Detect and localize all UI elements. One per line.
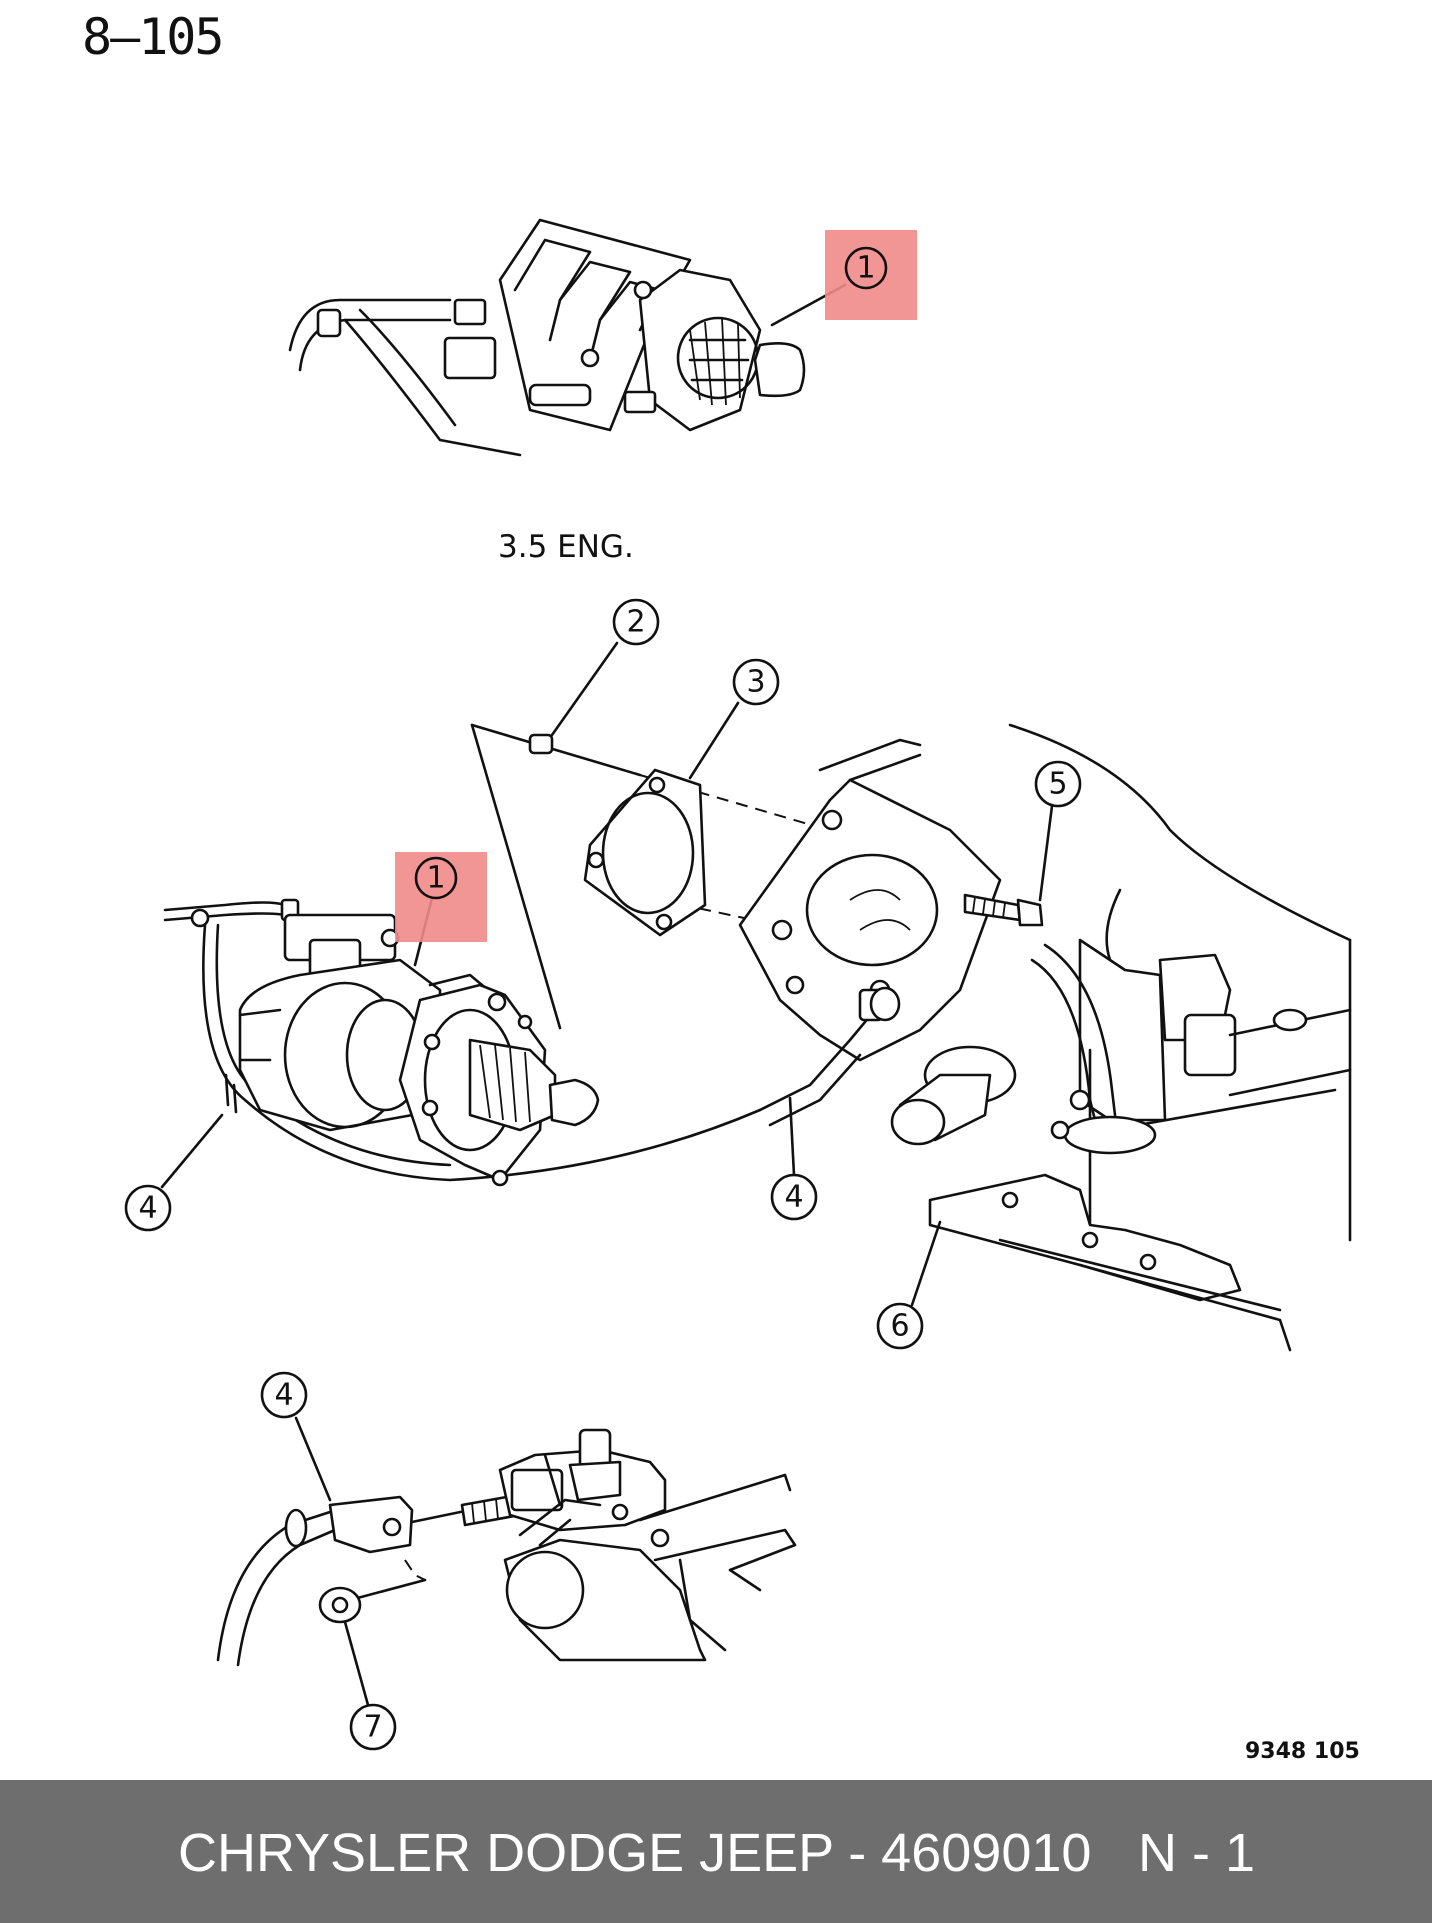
callout-2: 2 [626, 605, 645, 640]
bolt-5-illustration [963, 804, 1054, 927]
callout-4-circle-middle [770, 1173, 818, 1221]
starter-motor-illustration [163, 896, 901, 1187]
callout-4-circle-left [124, 1184, 172, 1232]
parts-diagram: 1 3.5 ENG. 2 3 [124, 218, 1360, 1764]
transmission-housing-illustration [738, 723, 1352, 1352]
callout-6-circle [876, 1302, 924, 1350]
page-number: 8–105 [82, 8, 225, 66]
callout-3-circle [732, 658, 780, 706]
cable-connection-illustration [216, 1428, 797, 1707]
nut-2-illustration [528, 641, 619, 755]
part-number-label: CHRYSLER DODGE JEEP - 4609010 [178, 1823, 1092, 1883]
callout-5: 5 [1048, 767, 1067, 802]
callout-1-top: 1 [856, 251, 875, 286]
callout-1-highlight-top [825, 230, 917, 320]
page-indicator: N - 1 [1138, 1823, 1256, 1883]
callout-4-bottom: 4 [274, 1378, 293, 1413]
figure-code: 9348 105 [1245, 1739, 1360, 1764]
callout-2-circle [612, 598, 660, 646]
callout-4-middle: 4 [784, 1180, 803, 1215]
callout-3: 3 [746, 665, 765, 700]
engine-caption: 3.5 ENG. [498, 529, 634, 565]
gasket-illustration [583, 768, 707, 937]
footer-bar: CHRYSLER DODGE JEEP - 4609010 N - 1 [0, 1780, 1432, 1923]
starter-motor-35-eng-illustration [288, 218, 847, 457]
callout-1-circle-middle [414, 856, 458, 900]
callout-7-circle [349, 1703, 397, 1751]
callout-6: 6 [890, 1309, 909, 1344]
callout-4-left: 4 [138, 1191, 157, 1226]
callout-1-middle: 1 [426, 861, 445, 896]
callout-5-circle [1034, 760, 1082, 808]
callout-1-circle-top [844, 246, 888, 290]
callout-4-circle-bottom [260, 1371, 308, 1419]
callout-7: 7 [363, 1710, 382, 1745]
